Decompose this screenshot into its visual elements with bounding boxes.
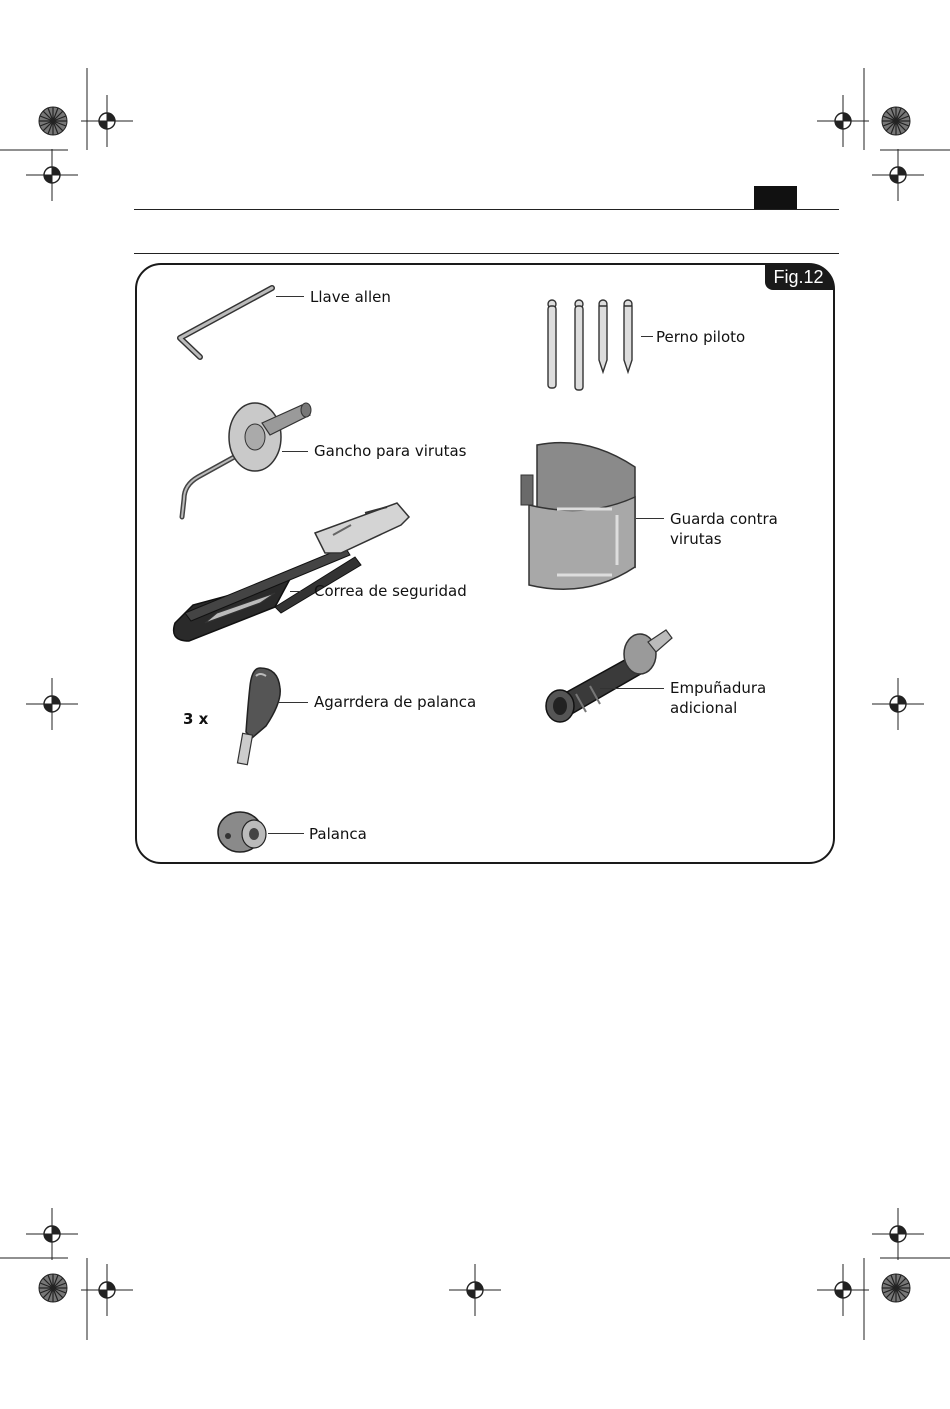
safety-strap-leader xyxy=(290,591,308,592)
chip-guard-label-line2: virutas xyxy=(670,529,722,549)
auxiliary-handle-label-line2: adicional xyxy=(670,698,737,718)
section-rule xyxy=(134,253,839,254)
lever-leader xyxy=(268,833,304,834)
allen-key-leader xyxy=(276,296,304,297)
chip-hook-label: Gancho para virutas xyxy=(314,441,466,461)
auxiliary-handle-icon xyxy=(536,620,681,720)
chip-hook-leader xyxy=(282,451,308,452)
allen-key-icon xyxy=(168,280,288,360)
pilot-pins-label: Perno piloto xyxy=(656,327,745,347)
page-tab-marker xyxy=(754,186,797,209)
chip-guard-icon xyxy=(517,437,642,592)
pilot-pins-icon xyxy=(540,298,640,398)
lever-icon xyxy=(212,806,272,856)
safety-strap-label: Correa de seguridad xyxy=(314,581,467,601)
chip-guard-label-line1: Guarda contra xyxy=(670,509,778,529)
chip-guard-leader xyxy=(636,518,664,519)
header-rule xyxy=(134,209,839,210)
lever-grip-icon xyxy=(230,660,290,770)
pilot-pins-leader xyxy=(641,336,653,337)
quantity-marker: 3 x xyxy=(183,710,208,728)
auxiliary-handle-label-line1: Empuñadura xyxy=(670,678,766,698)
auxiliary-handle-leader xyxy=(600,688,664,689)
figure-badge: Fig.12 xyxy=(765,264,834,290)
safety-strap-icon xyxy=(165,495,415,645)
lever-grip-label: Agarrdera de palanca xyxy=(314,692,476,712)
lever-label: Palanca xyxy=(309,824,367,844)
allen-key-label: Llave allen xyxy=(310,287,391,307)
lever-grip-leader xyxy=(278,702,308,703)
